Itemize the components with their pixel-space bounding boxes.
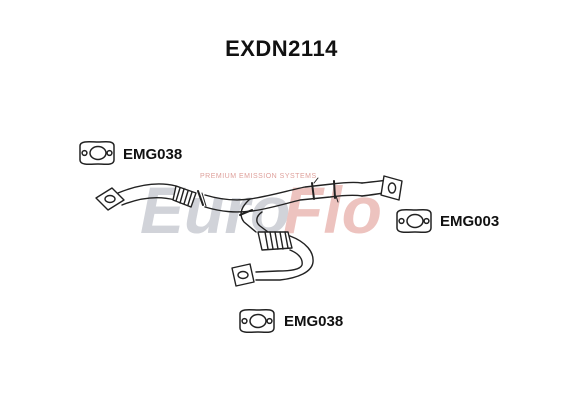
y-pipe-assembly (95, 175, 403, 287)
gasket-icon-bottom (239, 308, 275, 334)
right-outlet-flange (380, 175, 403, 201)
gasket-label-right: EMG003 (440, 213, 500, 230)
left-inlet-flange (95, 187, 125, 211)
lower-flex-joint (257, 231, 293, 251)
bottom-inlet-flange (231, 263, 255, 287)
part-number-title: EXDN2114 (225, 36, 338, 61)
gasket-label-top-left: EMG038 (123, 146, 183, 163)
gasket-icon-top-left (79, 140, 115, 166)
gasket-icon-right (396, 208, 432, 234)
watermark-flo: Flo (283, 173, 382, 247)
watermark-tagline: PREMIUM EMISSION SYSTEMS (200, 173, 317, 180)
gasket-label-bottom: EMG038 (284, 313, 344, 330)
left-flex-joint (172, 185, 197, 208)
